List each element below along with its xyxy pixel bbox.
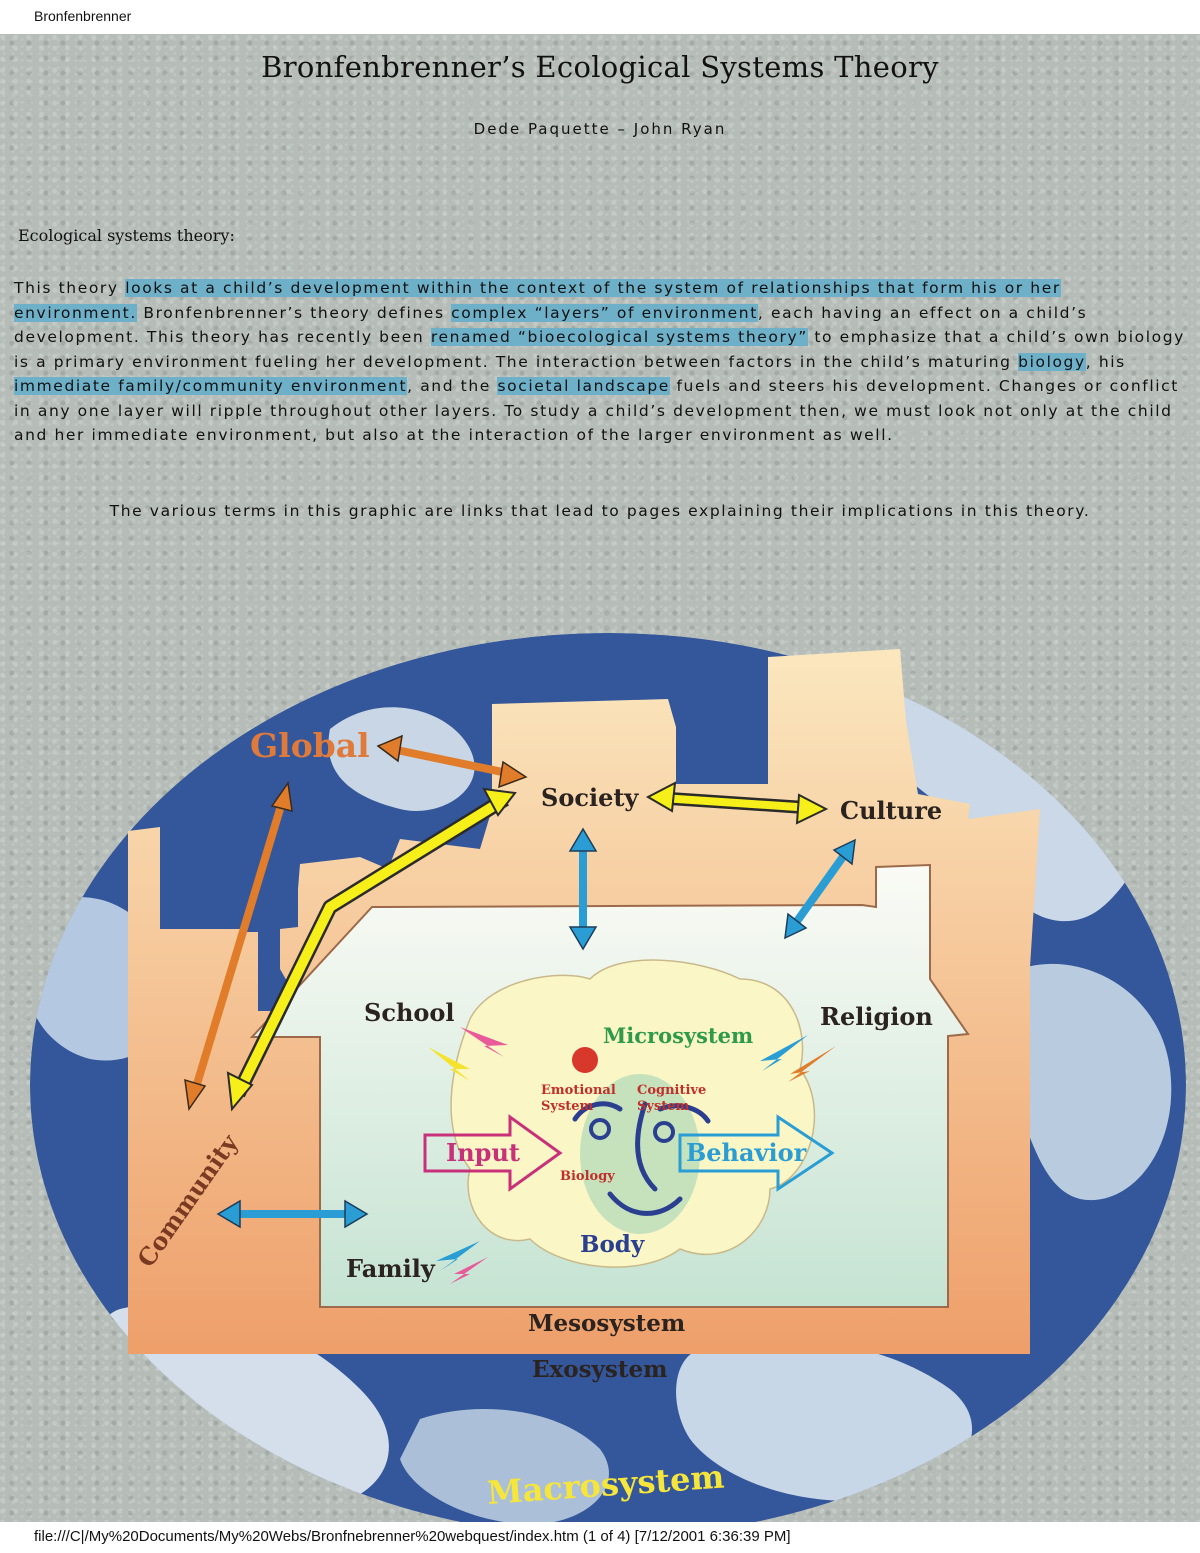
community-family-arrow[interactable]	[216, 1199, 369, 1229]
label-global[interactable]: Global	[250, 726, 370, 765]
label-cognitive: Cognitive	[637, 1083, 706, 1098]
culture-house-arrow[interactable]	[784, 838, 856, 940]
global-society-arrow[interactable]	[376, 734, 528, 789]
label-body[interactable]: Body	[580, 1231, 645, 1258]
highlighted-phrase: societal landscape	[497, 377, 670, 395]
paragraph-text: fuels and steers his development. Change…	[14, 377, 1179, 444]
right-eye-icon	[653, 1121, 675, 1143]
label-cognitive-system[interactable]: Cognitive System	[637, 1083, 711, 1114]
society-house-arrow[interactable]	[568, 827, 598, 951]
graphic-note: The various terms in this graphic are li…	[109, 502, 1091, 520]
paragraph-text: This theory	[14, 279, 126, 297]
society-community-arrow[interactable]	[226, 787, 517, 1112]
label-religion[interactable]: Religion	[820, 1002, 933, 1031]
label-biology[interactable]: Biology	[560, 1169, 615, 1184]
family-bolt-pink	[450, 1257, 488, 1284]
brain-icon	[572, 1047, 598, 1073]
authors: Dede Paquette – John Ryan	[473, 120, 727, 138]
highlighted-phrase: complex “layers” of environment	[451, 303, 758, 322]
highlighted-phrase: immediate family/community environment	[14, 377, 408, 395]
label-exosystem[interactable]: Exosystem	[532, 1356, 667, 1383]
school-bolt-yellow	[428, 1047, 470, 1081]
label-microsystem[interactable]: Microsystem	[603, 1023, 753, 1048]
family-bolt-blue	[436, 1241, 480, 1271]
label-input[interactable]: Input	[446, 1138, 520, 1167]
label-culture[interactable]: Culture	[840, 796, 942, 825]
paragraph-text: , his	[1085, 352, 1126, 371]
label-behavior[interactable]: Behavior	[686, 1138, 807, 1167]
input-arrow[interactable]	[423, 1114, 563, 1192]
religion-bolt-orange	[788, 1046, 836, 1082]
print-footer-url: file:///C|/My%20Documents/My%20Webs/Bron…	[34, 1528, 791, 1545]
label-family[interactable]: Family	[346, 1254, 436, 1283]
society-culture-arrow[interactable]	[645, 781, 829, 825]
behavior-arrow[interactable]	[678, 1114, 835, 1192]
label-emotional-system-word: System	[541, 1099, 594, 1114]
global-community-arrow[interactable]	[184, 781, 293, 1112]
paragraph-text: Bronfenbrenner’s theory defines	[136, 303, 452, 322]
paragraph-text: to emphasize that a child’s own biology …	[14, 328, 1185, 371]
ecological-systems-graphic: Global Society Culture School Religion M…	[30, 633, 1186, 1522]
page-title: Bronfenbrenner’s Ecological Systems Theo…	[261, 50, 939, 84]
religion-bolt-blue	[760, 1035, 808, 1071]
school-bolt-pink	[460, 1027, 508, 1057]
label-emotional-system[interactable]: Emotional System	[541, 1083, 620, 1114]
theory-paragraph: This theory looks at a child’s developme…	[14, 276, 1186, 448]
label-mesosystem[interactable]: Mesosystem	[528, 1310, 685, 1337]
label-cognitive-system-word: System	[637, 1099, 690, 1114]
label-society[interactable]: Society	[541, 783, 639, 812]
paragraph-text: , and the	[407, 377, 498, 395]
paragraph-text: , each having an effect on a child’s dev…	[14, 303, 1088, 347]
face-features-icon	[572, 1101, 711, 1216]
section-label: Ecological systems theory:	[18, 226, 235, 245]
highlighted-phrase: biology	[1018, 352, 1086, 371]
print-header-title: Bronfenbrenner	[34, 8, 132, 24]
left-eye-icon	[589, 1118, 611, 1140]
page-content: Bronfenbrenner’s Ecological Systems Theo…	[0, 34, 1200, 1522]
highlighted-phrase: renamed “bioecological systems theory”	[430, 328, 808, 346]
label-school[interactable]: School	[364, 998, 455, 1027]
label-emotional: Emotional	[541, 1083, 616, 1098]
